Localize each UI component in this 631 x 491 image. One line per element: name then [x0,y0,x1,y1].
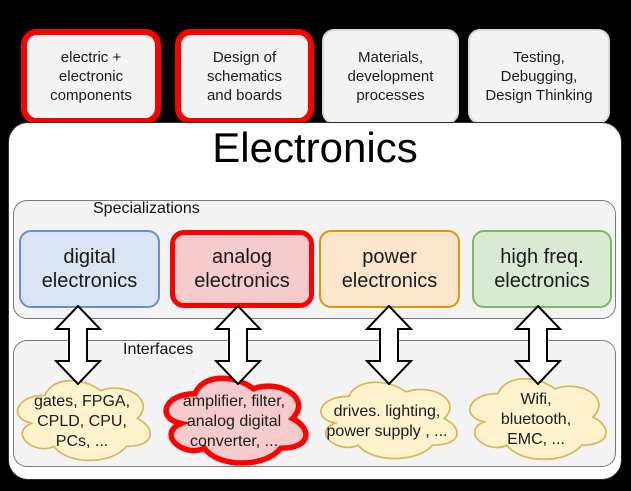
double-arrow-analog-icon [214,305,262,385]
cloud-shape-icon [460,370,612,464]
cloud-analog-interfaces: amplifier, filter, analog digital conver… [156,369,312,468]
spec-box-power-electronics: power electronics [319,230,460,308]
cloud-shape-icon [156,369,312,468]
cloud-digital-interfaces: gates, FPGA, CPLD, CPU, PCs, ... [8,372,156,465]
cloud-shape-icon [8,372,156,465]
spec-box-digital-electronics: digital electronics [19,230,160,308]
cloud-power-label: drives. lighting, power supply , ... [326,402,448,440]
topic-box-materials-processes: Materials, development processes [322,29,459,124]
cloud-shape-icon [311,374,463,463]
cloud-high-freq-interfaces: Wifi, bluetooth, EMC, ... [460,370,612,464]
spec-box-high-freq-electronics: high freq. electronics [472,230,612,308]
double-arrow-power-icon [365,305,413,385]
cloud-analog-label: amplifier, filter, analog digital conver… [182,392,286,450]
diagram-title: Electronics [212,124,418,171]
spec-box-analog-electronics: analog electronics [170,230,314,308]
double-arrow-high-freq-icon [514,305,562,385]
topic-box-design-schematics: Design of schematics and boards [175,29,314,124]
double-arrow-digital-icon [54,305,102,385]
specializations-label: Specializations [93,200,200,217]
topic-box-electric-components: electric + electronic components [21,29,161,124]
cloud-power-interfaces: drives. lighting, power supply , ... [311,374,463,463]
cloud-digital-label: gates, FPGA, CPLD, CPU, PCs, ... [33,392,131,450]
topic-box-testing-debugging: Testing, Debugging, Design Thinking [468,29,610,124]
interfaces-label: Interfaces [123,341,194,358]
cloud-high-freq-label: Wifi, bluetooth, EMC, ... [500,391,572,448]
